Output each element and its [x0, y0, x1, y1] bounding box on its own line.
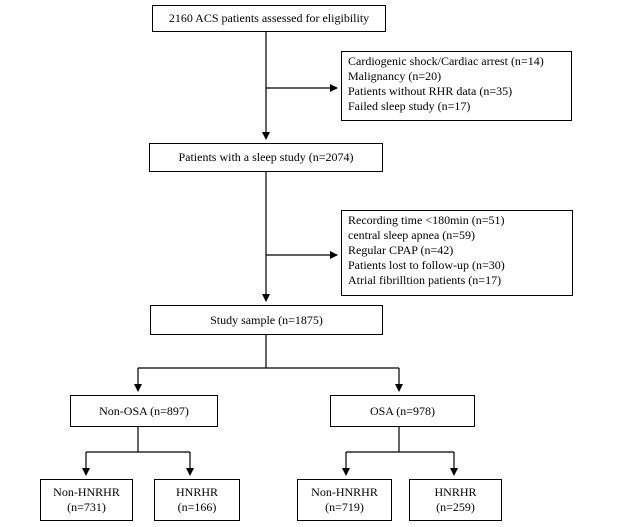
group-label: HNRHR: [175, 485, 218, 499]
osa-non-hnrhr-box: Non-HNRHR (n=719): [297, 479, 392, 521]
exclusion-item: Regular CPAP (n=42): [348, 243, 454, 257]
exclusion-box-2: Recording time <180min (n=51) central sl…: [341, 210, 573, 296]
group-label: HNRHR: [434, 485, 477, 499]
exclusion-item: central sleep apnea (n=59): [348, 228, 476, 242]
assessed-box: 2160 ACS patients assessed for eligibili…: [152, 5, 386, 32]
study-sample-text: Study sample (n=1875): [210, 312, 323, 327]
exclusion-item: Cardiogenic shock/Cardiac arrest (n=14): [348, 54, 544, 68]
exclusion-item: Failed sleep study (n=17): [348, 99, 471, 113]
assessed-text: 2160 ACS patients assessed for eligibili…: [168, 11, 370, 25]
exclusion-item: Patients without RHR data (n=35): [348, 84, 513, 98]
osa-hnrhr-box: HNRHR (n=259): [409, 479, 502, 521]
group-label: Non-HNRHR: [311, 485, 378, 499]
osa-box: OSA (n=978): [330, 395, 475, 427]
non-osa-text: Non-OSA (n=897): [99, 403, 189, 418]
sleep-study-box: Patients with a sleep study (n=2074): [149, 143, 383, 172]
group-count: (n=166): [177, 500, 217, 514]
sleep-study-text: Patients with a sleep study (n=2074): [178, 150, 354, 164]
non-osa-box: Non-OSA (n=897): [70, 395, 218, 427]
exclusion-item: Atrial fibrilltion patients (n=17): [348, 273, 502, 287]
study-sample-box: Study sample (n=1875): [150, 305, 383, 335]
osa-text: OSA (n=978): [369, 403, 436, 418]
exclusion-item: Recording time <180min (n=51): [348, 213, 505, 227]
exclusion-item: Malignancy (n=20): [348, 69, 442, 83]
non-osa-non-hnrhr-box: Non-HNRHR (n=731): [40, 479, 133, 521]
exclusion-box-1: Cardiogenic shock/Cardiac arrest (n=14) …: [341, 51, 572, 121]
exclusion-item: Patients lost to follow-up (n=30): [348, 258, 505, 272]
group-count: (n=259): [436, 500, 475, 514]
non-osa-hnrhr-box: HNRHR (n=166): [154, 479, 240, 521]
group-count: (n=719): [325, 500, 364, 514]
group-label: Non-HNRHR: [53, 485, 120, 499]
group-count: (n=731): [67, 500, 106, 514]
